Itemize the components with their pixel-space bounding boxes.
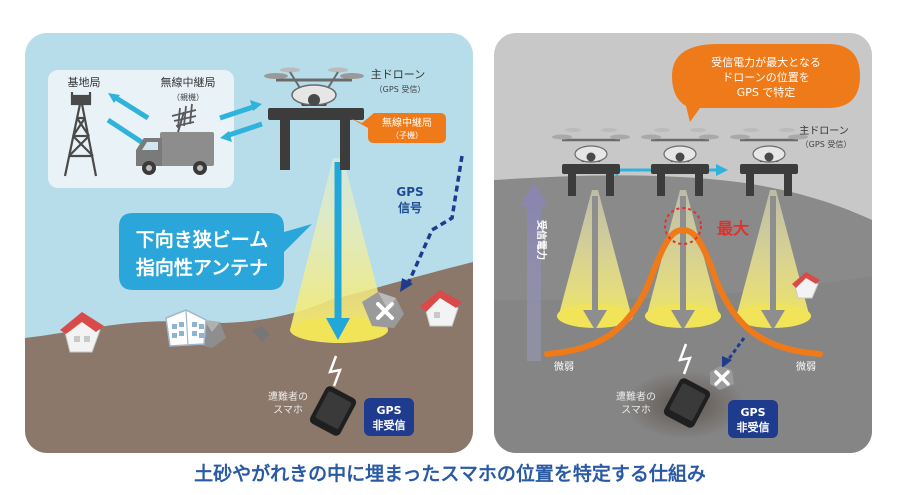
gps-blocked-x-icon-right <box>714 370 730 386</box>
drone-center-icon <box>641 128 719 196</box>
antenna-callout <box>119 213 284 290</box>
phone-alert-icon-right <box>678 343 692 375</box>
label-gps-badge-1: GPS <box>376 404 401 417</box>
buried-smartphone-icon <box>309 386 357 436</box>
label-vehicle-relay: 無線中継局 <box>161 75 216 89</box>
house-on-slope-icon <box>792 272 820 299</box>
label-drone-relay-sub: （子機） <box>391 130 423 140</box>
label-gps-signal-1: GPS <box>396 185 423 199</box>
beam-arrows <box>583 196 785 330</box>
label-right-phone-2: スマホ <box>621 404 651 416</box>
gps-blocked-x-icon <box>376 302 394 320</box>
collapsed-house-center-icon <box>165 309 207 347</box>
collapsed-house-right-icon <box>420 290 462 327</box>
truck-drone-signal-arrows-icon <box>219 100 263 142</box>
buried-smartphone-icon-right <box>663 378 711 428</box>
label-signal-axis: 受信電力 <box>535 220 548 260</box>
speech-bubble <box>672 44 860 122</box>
gps-unreceived-badge-right <box>728 400 778 438</box>
gps-signal-icon <box>400 155 464 292</box>
label-vehicle-relay-sub: （親機） <box>172 92 204 102</box>
label-gps-signal-2: 信号 <box>398 200 422 215</box>
collapsed-house-left-icon <box>60 312 104 353</box>
label-antenna-1: 下向き狭ビーム <box>136 228 268 251</box>
label-right-main-drone: 主ドローン <box>799 125 849 137</box>
gps-signal-icon-right <box>722 337 746 368</box>
label-right-gps-badge-1: GPS <box>740 406 765 419</box>
signal-strength-curve <box>544 226 823 357</box>
label-phone-2: スマホ <box>273 404 303 416</box>
label-right-gps-badge-2: 非受信 <box>737 420 770 434</box>
gps-unreceived-badge <box>364 398 414 436</box>
diagram-caption: 土砂やがれきの中に埋まったスマホの位置を特定する仕組み <box>194 462 706 485</box>
label-main-drone-sub: （GPS 受信） <box>375 84 426 94</box>
base-station-tower-icon <box>63 92 98 177</box>
label-right-phone-1: 遭難者の <box>616 390 656 403</box>
main-drone-icon <box>264 67 364 170</box>
label-speech-3: GPS で特定 <box>737 85 796 99</box>
label-right-main-drone-sub: （GPS 受信） <box>801 139 852 149</box>
label-gps-badge-2: 非受信 <box>373 418 406 432</box>
label-max: 最大 <box>717 219 749 238</box>
label-speech-2: ドローンの位置を <box>722 70 809 84</box>
max-marker <box>664 207 702 245</box>
relay-truck-icon <box>136 103 214 175</box>
right-panel <box>494 33 872 453</box>
label-main-drone: 主ドローン <box>371 68 425 81</box>
label-weak-right: 微弱 <box>796 360 816 373</box>
left-panel <box>25 33 473 453</box>
drone-right-icon <box>730 128 808 196</box>
label-phone-1: 遭難者の <box>268 390 308 403</box>
drone-left-icon <box>552 128 630 196</box>
beam-arrow-head <box>326 318 350 340</box>
signal-axis-arrow-head <box>520 183 548 206</box>
antenna-callout-tail <box>284 224 312 252</box>
phone-alert-icon <box>328 355 342 387</box>
drone-relay-callout <box>350 113 446 143</box>
label-drone-relay: 無線中継局 <box>382 116 432 129</box>
signal-axis-bar <box>527 205 541 361</box>
label-weak-left: 微弱 <box>554 360 574 373</box>
label-base-station: 基地局 <box>68 76 101 89</box>
label-speech-1: 受信電力が最大となる <box>711 55 821 69</box>
label-antenna-2: 指向性アンテナ <box>136 256 268 279</box>
